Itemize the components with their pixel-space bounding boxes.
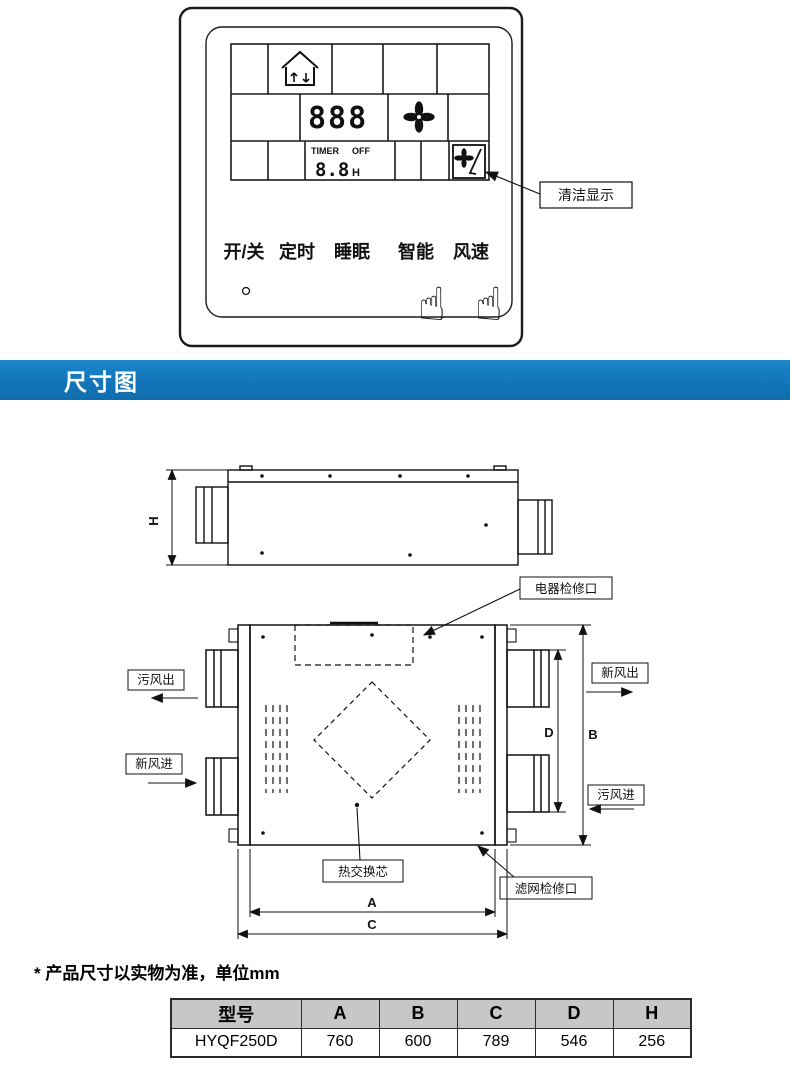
callout-filter-access: 滤网检修口	[477, 845, 593, 900]
spec-cell-model: HYQF250D	[170, 1027, 302, 1058]
dim-H	[166, 468, 228, 567]
heat-core-diamond	[313, 681, 431, 799]
electrical-access-hatch	[294, 624, 414, 666]
house-ventilation-icon	[281, 50, 319, 86]
callout-dirty-air-in: 污风进	[587, 784, 645, 814]
annotation-box	[539, 181, 633, 209]
spec-table: 型号 A B C D H HYQF250D 760 600 789 546 25…	[170, 998, 692, 1058]
dimension-note: * 产品尺寸以实物为准，单位mm	[34, 964, 280, 983]
dimension-figure: H	[125, 465, 649, 939]
spec-cell-a: 760	[300, 1027, 380, 1058]
controller-face	[205, 26, 513, 318]
timer-label: TIMER	[311, 146, 339, 156]
dim-D	[549, 648, 566, 814]
pointing-hand-icon: ☝	[475, 277, 503, 331]
dim-C	[236, 849, 509, 939]
svg-text:滤网检修口: 滤网检修口	[515, 881, 578, 896]
top-view-body	[205, 624, 550, 846]
spec-cell-c: 789	[456, 1027, 536, 1058]
callout-electrical-access: 电器检修口	[422, 576, 613, 636]
indicator-led	[241, 286, 251, 296]
dim-H-label: H	[146, 516, 161, 525]
button-timer: 定时	[279, 241, 315, 262]
button-speed: 风速	[453, 241, 489, 262]
dim-C-label: C	[367, 917, 377, 932]
control-panel-section: 888 TIMER OFF 8.8 H 清洁显示 开/关 定时 睡眠 智能 风速…	[0, 0, 790, 358]
dim-D-label: D	[544, 725, 553, 740]
svg-text:新风进: 新风进	[135, 756, 173, 771]
svg-text:新风出: 新风出	[601, 665, 639, 680]
filter-rails	[265, 705, 481, 793]
spec-header-b: B	[378, 998, 458, 1029]
button-smart: 智能	[398, 241, 434, 262]
spec-cell-h: 256	[612, 1027, 692, 1058]
timer-hour-digits: 8.8	[315, 159, 349, 181]
callout-fresh-air-out: 新风出	[586, 662, 649, 697]
svg-text:污风进: 污风进	[597, 788, 635, 802]
section-banner: 尺寸图	[0, 360, 790, 400]
clean-display-icon	[452, 144, 486, 179]
timer-state: OFF	[352, 146, 370, 156]
fan-icon	[403, 101, 435, 133]
dim-B-label: B	[588, 727, 597, 742]
spec-header-h: H	[612, 998, 692, 1029]
button-sleep: 睡眠	[334, 242, 370, 262]
spec-table-data-row: HYQF250D 760 600 789 546 256	[170, 1027, 692, 1058]
side-view-screws	[260, 474, 488, 557]
button-power: 开/关	[223, 241, 264, 262]
spec-cell-b: 600	[378, 1027, 458, 1058]
timer-hour-unit: H	[352, 167, 360, 179]
dim-A	[248, 849, 497, 917]
spec-header-model: 型号	[170, 998, 302, 1029]
pointing-hand-icon: ☝	[418, 277, 446, 331]
svg-text:热交换芯: 热交换芯	[338, 864, 388, 879]
callout-fresh-air-in: 新风进	[125, 753, 198, 788]
section-banner-title: 尺寸图	[64, 369, 139, 395]
callout-dirty-air-out: 污风出	[127, 669, 198, 703]
spec-header-a: A	[300, 998, 380, 1029]
spec-header-c: C	[456, 998, 536, 1029]
top-view-screws	[261, 633, 484, 835]
lcd-grid	[230, 43, 490, 181]
spec-table-header-row: 型号 A B C D H	[170, 998, 692, 1029]
callout-heat-core: 热交换芯	[322, 802, 404, 883]
svg-text:电器检修口: 电器检修口	[535, 581, 598, 596]
dimension-drawing-section: H	[0, 405, 790, 953]
side-view	[195, 465, 553, 566]
dim-B	[510, 623, 591, 847]
airflow-digits: 888	[308, 101, 368, 136]
control-panel-figure: 888 TIMER OFF 8.8 H 清洁显示 开/关 定时 睡眠 智能 风速…	[178, 6, 633, 348]
annotation-leader	[484, 171, 541, 195]
spec-header-d: D	[534, 998, 614, 1029]
dim-A-label: A	[367, 895, 377, 910]
spec-cell-d: 546	[534, 1027, 614, 1058]
annotation-label: 清洁显示	[558, 187, 614, 203]
svg-text:污风出: 污风出	[137, 673, 175, 687]
